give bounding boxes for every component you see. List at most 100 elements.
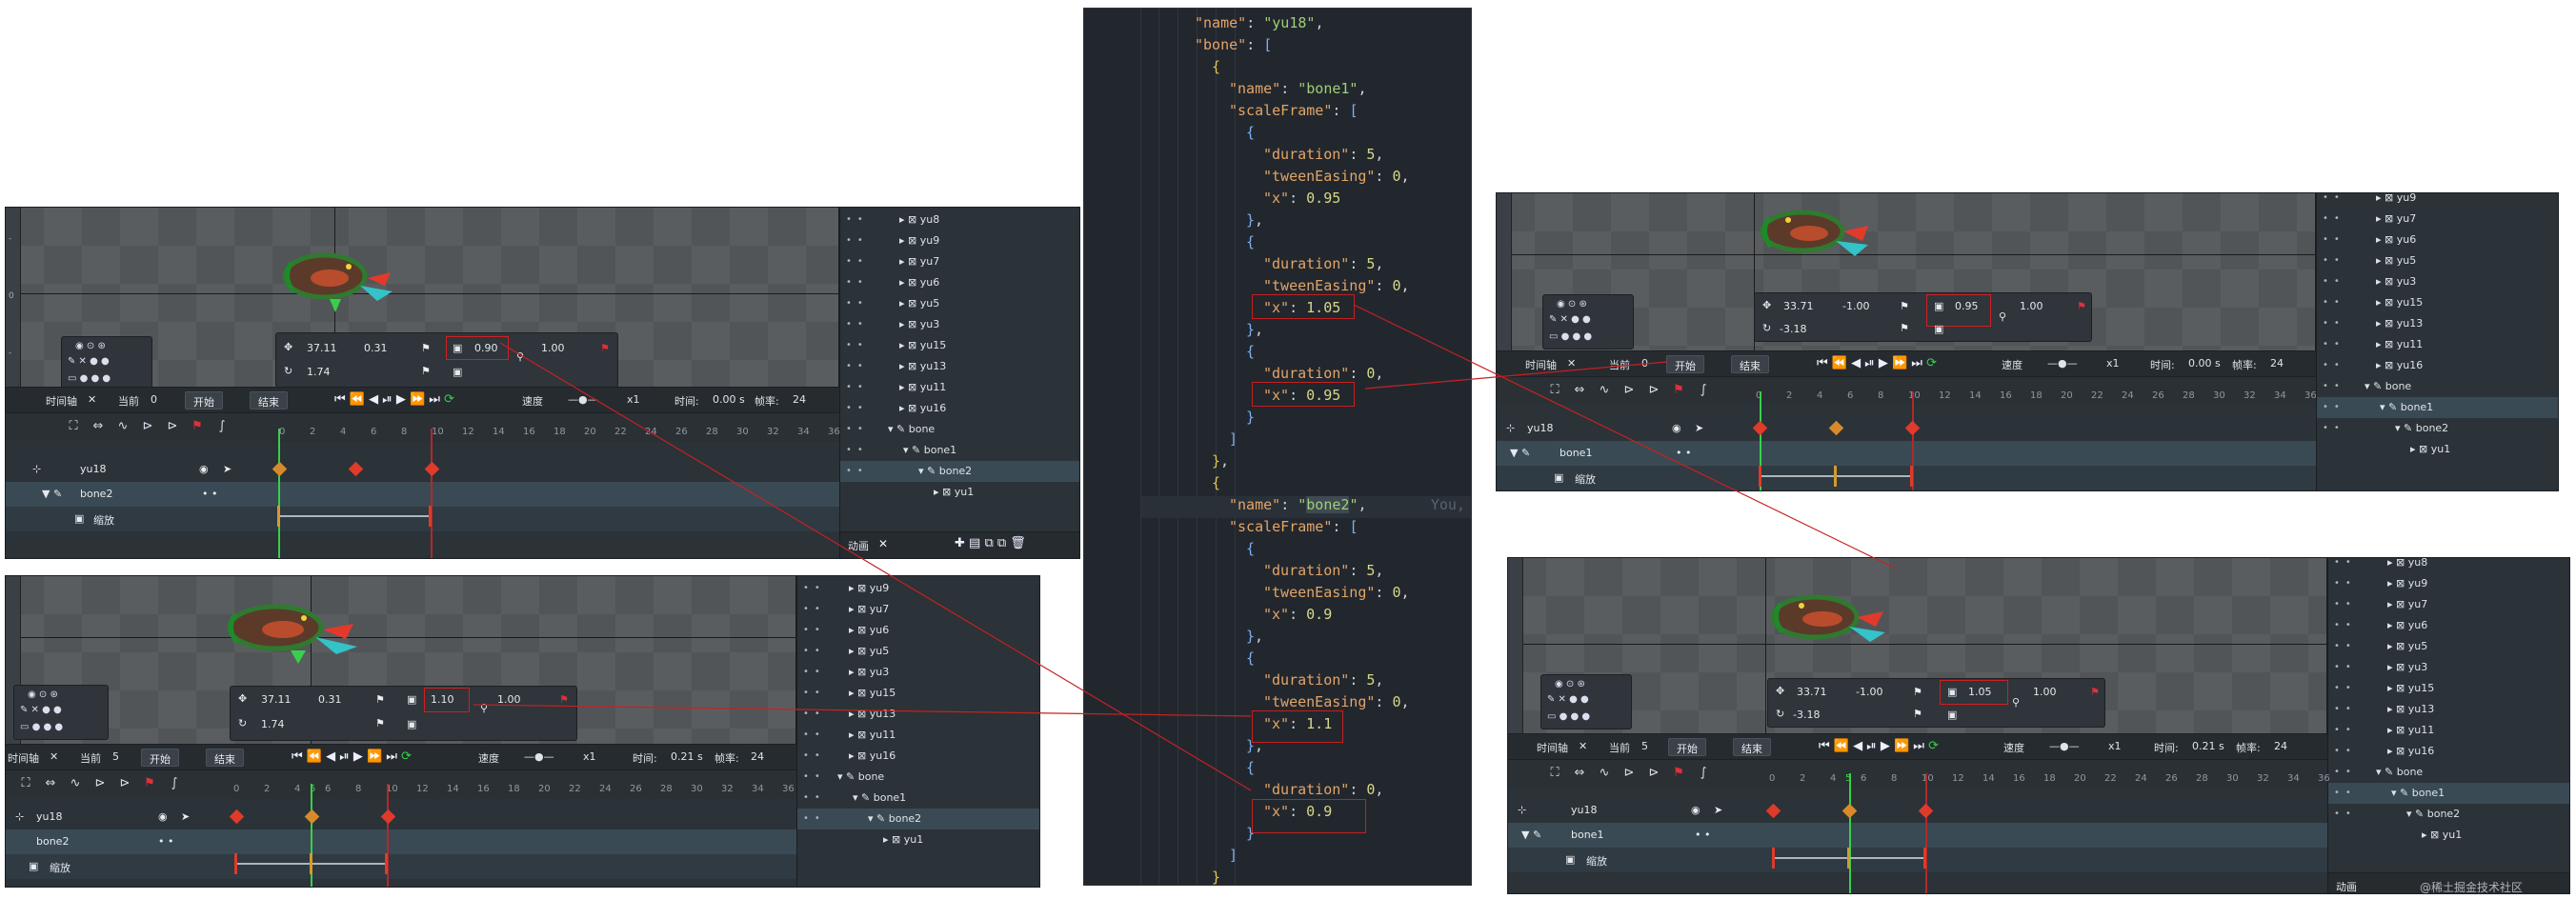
- transform-panel[interactable]: ✥ 37.11 0.31 ⚑ ▣ 0.90 ⚲ 1.00 ⚑ ↻ 1.74 ⚑ …: [275, 332, 618, 388]
- layer-bone2[interactable]: bone2 • •: [6, 829, 796, 854]
- tool-palette[interactable]: ◉ ⊙ ⊛ ✎ ✕ ● ● ▭ ● ● ●: [1540, 674, 1632, 729]
- playhead[interactable]: [1760, 391, 1761, 490]
- bone-tree[interactable]: ••▸ ⊠ yu8 ••▸ ⊠ yu9 ••▸ ⊠ yu7 ••▸ ⊠ yu6 …: [839, 208, 1079, 558]
- close-icon[interactable]: ✕: [50, 750, 59, 763]
- arrows-icon[interactable]: ⇔: [92, 419, 104, 433]
- key-remove-icon[interactable]: ⊳: [1648, 766, 1660, 780]
- speed-slider[interactable]: —●—: [2047, 357, 2078, 370]
- scale-y-value[interactable]: 1.00: [2033, 686, 2057, 698]
- easing-icon[interactable]: ∫: [171, 776, 178, 790]
- tree-item-bone2[interactable]: ••▾ ✎ bone2: [840, 461, 1079, 482]
- key-add-icon[interactable]: ⊳: [142, 419, 153, 433]
- flag-red-icon[interactable]: ⚑: [191, 419, 203, 433]
- flag-icon[interactable]: ⚑: [1913, 708, 1922, 720]
- start-button[interactable]: 开始: [1666, 355, 1704, 373]
- easing-icon[interactable]: ∫: [1700, 383, 1707, 397]
- tree-item-bone2[interactable]: ••▾ ✎ bone2: [2323, 422, 2449, 434]
- tree-item[interactable]: ••▸ ⊠ yu7: [803, 603, 890, 615]
- layer-yu18[interactable]: ⊹yu18 ◉➤: [15, 810, 191, 823]
- keyframe-bar[interactable]: [1847, 848, 1850, 869]
- layer-bone1[interactable]: ▼ ✎bone1 • •: [1508, 823, 2327, 848]
- playhead[interactable]: [278, 429, 280, 558]
- tree-item[interactable]: ••▸ ⊠ yu3: [2334, 661, 2428, 673]
- pos-y-value[interactable]: -1.00: [1856, 686, 1883, 698]
- flag-red-icon[interactable]: ⚑: [144, 776, 155, 790]
- transform-panel[interactable]: ✥ 33.71 -1.00 ⚑ ▣ 1.05 ⚲ 1.00 ⚑ ↻ -3.18 …: [1767, 678, 2105, 728]
- flag-icon[interactable]: ⚑: [1913, 686, 1922, 698]
- layer-yu18[interactable]: ⊹yu18 ◉➤: [1506, 422, 1704, 434]
- tree-item[interactable]: ••▸ ⊠ yu11: [2323, 338, 2424, 350]
- rotation-value[interactable]: -3.18: [1780, 323, 1807, 335]
- tree-item[interactable]: ••▸ ⊠ yu15: [846, 339, 947, 351]
- layer-bone1[interactable]: ▼ ✎bone1 • •: [1497, 441, 2316, 466]
- tree-item[interactable]: ••▸ ⊠ yu3: [846, 318, 940, 330]
- close-icon[interactable]: ✕: [88, 393, 97, 406]
- layer-scale[interactable]: ▣缩放: [1508, 848, 2327, 872]
- timeline-tab[interactable]: 时间轴: [8, 752, 39, 765]
- fit-icon[interactable]: ⛶: [1550, 383, 1560, 397]
- fish-sprite[interactable]: [1761, 587, 1890, 655]
- tree-item[interactable]: ••▸ ⊠ yu5: [803, 645, 890, 657]
- tree-item[interactable]: ••▸ ⊠ yu13: [2334, 703, 2435, 715]
- playhead[interactable]: [1849, 773, 1851, 893]
- tree-item[interactable]: ••▸ ⊠ yu9: [846, 234, 940, 247]
- link-icon[interactable]: ⚲: [2012, 696, 2021, 709]
- flag-icon[interactable]: ⚑: [1900, 322, 1909, 334]
- pos-x-value[interactable]: 33.71: [1797, 686, 1827, 698]
- tree-item-bone[interactable]: ••▾ ✎ bone: [803, 770, 885, 783]
- easing-icon[interactable]: ∫: [1700, 766, 1707, 780]
- playhead[interactable]: [311, 784, 312, 887]
- end-button[interactable]: 结束: [1733, 738, 1771, 756]
- bone-tree[interactable]: ••▸ ⊠ yu9 ••▸ ⊠ yu7 ••▸ ⊠ yu6 ••▸ ⊠ yu5 …: [2316, 193, 2558, 490]
- link-icon[interactable]: ⚲: [1999, 310, 2007, 323]
- pos-x-value[interactable]: 37.11: [307, 342, 337, 354]
- fps-value[interactable]: 24: [2270, 357, 2284, 370]
- rotation-value[interactable]: 1.74: [261, 718, 285, 730]
- flag-red-icon[interactable]: ⚑: [559, 693, 569, 706]
- keyframe-bar[interactable]: [429, 506, 432, 527]
- pos-y-value[interactable]: 0.31: [364, 342, 388, 354]
- layer-scale[interactable]: ▣缩放: [1497, 466, 2316, 490]
- tree-item-bone1[interactable]: ••▾ ✎ bone1: [2328, 783, 2569, 804]
- rotation-value[interactable]: -3.18: [1793, 709, 1821, 721]
- tree-item[interactable]: ••▸ ⊠ yu11: [803, 729, 896, 741]
- tree-item[interactable]: ••▸ ⊠ yu6: [846, 276, 940, 289]
- pos-x-value[interactable]: 37.11: [261, 693, 292, 706]
- flag-icon[interactable]: ⚑: [1900, 300, 1909, 312]
- current-frame-value[interactable]: 5: [1641, 740, 1648, 752]
- scale-x-value[interactable]: 0.90: [474, 342, 498, 354]
- tree-item[interactable]: ••▸ ⊠ yu9: [2334, 577, 2428, 589]
- close-icon[interactable]: ✕: [1567, 357, 1577, 370]
- fit-icon[interactable]: ⛶: [1550, 766, 1560, 780]
- scale-y-value[interactable]: 1.00: [497, 693, 521, 706]
- timeline-tab[interactable]: 时间轴: [1537, 742, 1568, 754]
- speed-slider[interactable]: —●—: [524, 750, 554, 763]
- curve-icon[interactable]: ∿: [1599, 383, 1610, 397]
- tree-item[interactable]: ••▸ ⊠ yu16: [803, 749, 896, 762]
- json-code-editor[interactable]: "name": "yu18", "bone": [ { "name": "bon…: [1083, 8, 1472, 886]
- flag-icon[interactable]: ⚑: [375, 693, 385, 706]
- close-icon[interactable]: ✕: [878, 537, 889, 550]
- arrows-icon[interactable]: ⇔: [1574, 766, 1585, 780]
- eye-icon[interactable]: ◉: [199, 463, 209, 475]
- bone-tree[interactable]: ••▸ ⊠ yu9 ••▸ ⊠ yu7 ••▸ ⊠ yu6 ••▸ ⊠ yu5 …: [796, 576, 1039, 887]
- bone-tree[interactable]: ••▸ ⊠ yu8 ••▸ ⊠ yu9 ••▸ ⊠ yu7 ••▸ ⊠ yu6 …: [2327, 558, 2569, 893]
- key-remove-icon[interactable]: ⊳: [119, 776, 131, 790]
- layer-yu18[interactable]: ⊹yu18 ◉➤: [32, 463, 232, 475]
- keyframe-bar[interactable]: [385, 853, 388, 874]
- tree-item[interactable]: ••▸ ⊠ yu11: [846, 381, 947, 393]
- scale-x-value[interactable]: 1.05: [1968, 686, 1992, 698]
- tree-item[interactable]: ••▸ ⊠ yu15: [803, 687, 896, 699]
- curve-icon[interactable]: ∿: [70, 776, 81, 790]
- start-button[interactable]: 开始: [141, 749, 179, 767]
- arrows-icon[interactable]: ⇔: [1574, 383, 1585, 397]
- keyframe-bar[interactable]: [234, 853, 237, 874]
- tree-item[interactable]: ••▸ ⊠ yu7: [2334, 598, 2428, 610]
- scale-y-value[interactable]: 1.00: [2020, 300, 2043, 312]
- pos-x-value[interactable]: 33.71: [1783, 300, 1814, 312]
- key-add-icon[interactable]: ⊳: [1623, 383, 1635, 397]
- flag-icon[interactable]: ⚑: [375, 717, 385, 729]
- playback-controls[interactable]: ⏮ ⏪ ◀ ⏯ ▶ ⏩ ⏭ ⟳: [1817, 356, 1938, 370]
- flag-icon[interactable]: ⚑: [421, 365, 431, 377]
